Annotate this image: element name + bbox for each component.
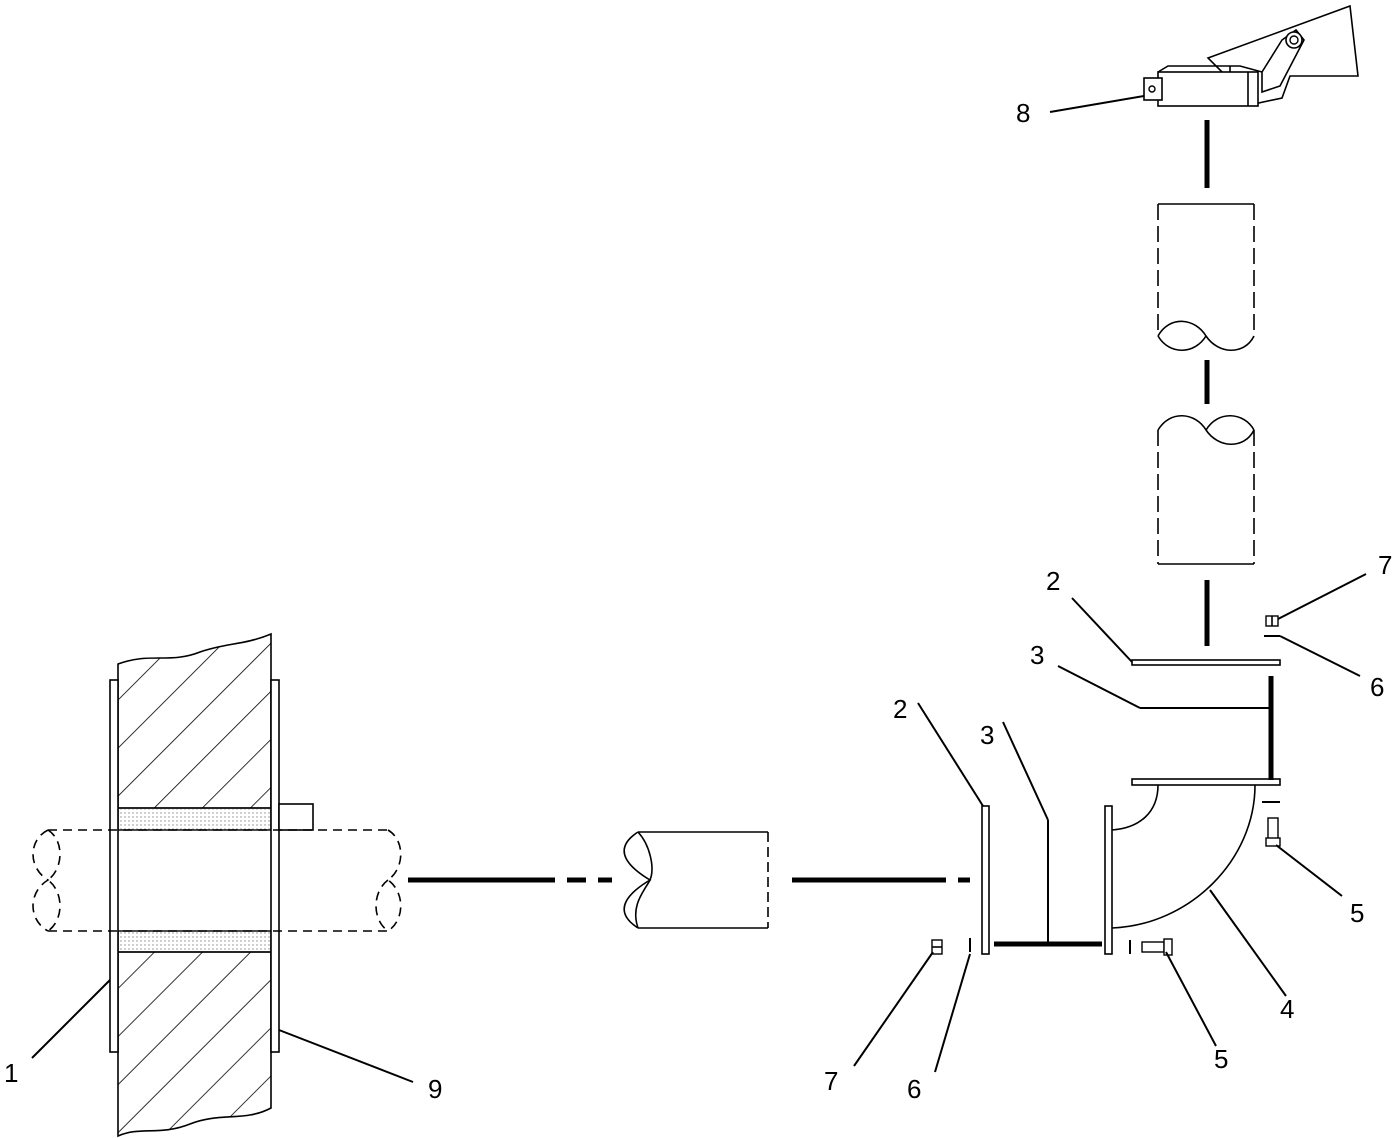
callout-9: 9 bbox=[428, 1074, 442, 1104]
seal-compound-upper bbox=[117, 807, 272, 831]
flange-assembly-upper bbox=[1131, 615, 1281, 780]
wall-block-lower bbox=[117, 951, 272, 1138]
callout-3-lower: 3 bbox=[980, 720, 994, 750]
callout-8: 8 bbox=[1016, 98, 1030, 128]
elbow-4 bbox=[1111, 778, 1281, 929]
pipe-segment-vertical-lower bbox=[1157, 415, 1255, 565]
callout-3-upper: 3 bbox=[1030, 640, 1044, 670]
callout-7-lower: 7 bbox=[824, 1066, 838, 1096]
flange-2-upper bbox=[1131, 659, 1281, 666]
callout-4: 4 bbox=[1280, 994, 1294, 1024]
callout-2-lower: 2 bbox=[893, 694, 907, 724]
wall-block-upper bbox=[117, 632, 272, 809]
callout-6-upper: 6 bbox=[1370, 672, 1384, 702]
callout-2-upper: 2 bbox=[1046, 566, 1060, 596]
callout-5-right: 5 bbox=[1350, 898, 1364, 928]
wall-section bbox=[109, 632, 314, 1138]
pipe-horizontal-wall bbox=[32, 829, 402, 932]
bolt-5-lower bbox=[1141, 941, 1165, 953]
callout-6-lower: 6 bbox=[907, 1074, 921, 1104]
sleeve-plate-right bbox=[270, 679, 280, 1053]
elbow-flange-upper bbox=[1131, 778, 1281, 786]
callout-5-lower: 5 bbox=[1214, 1044, 1228, 1074]
elbow-flange-lower bbox=[1104, 805, 1113, 955]
bolt-5-right-head bbox=[1265, 837, 1281, 847]
sleeve-plate-left bbox=[109, 679, 119, 1053]
sleeve-tab bbox=[278, 803, 314, 831]
callout-labels: 1 9 7 6 2 3 5 4 5 2 3 6 7 8 bbox=[4, 98, 1392, 1104]
flange-2-lower bbox=[981, 805, 990, 955]
pipe-segment-vertical-upper bbox=[1157, 203, 1255, 351]
rain-cap-body bbox=[1157, 71, 1259, 107]
leader-lines bbox=[31, 95, 1367, 1083]
flange-assembly-lower bbox=[931, 805, 1173, 956]
pipe-segment-middle bbox=[623, 831, 769, 929]
rain-cap-8 bbox=[1143, 4, 1359, 107]
callout-1: 1 bbox=[4, 1058, 18, 1088]
callout-7-upper: 7 bbox=[1378, 550, 1392, 580]
bolt-5-right bbox=[1267, 817, 1279, 841]
seal-compound-lower bbox=[117, 930, 272, 953]
